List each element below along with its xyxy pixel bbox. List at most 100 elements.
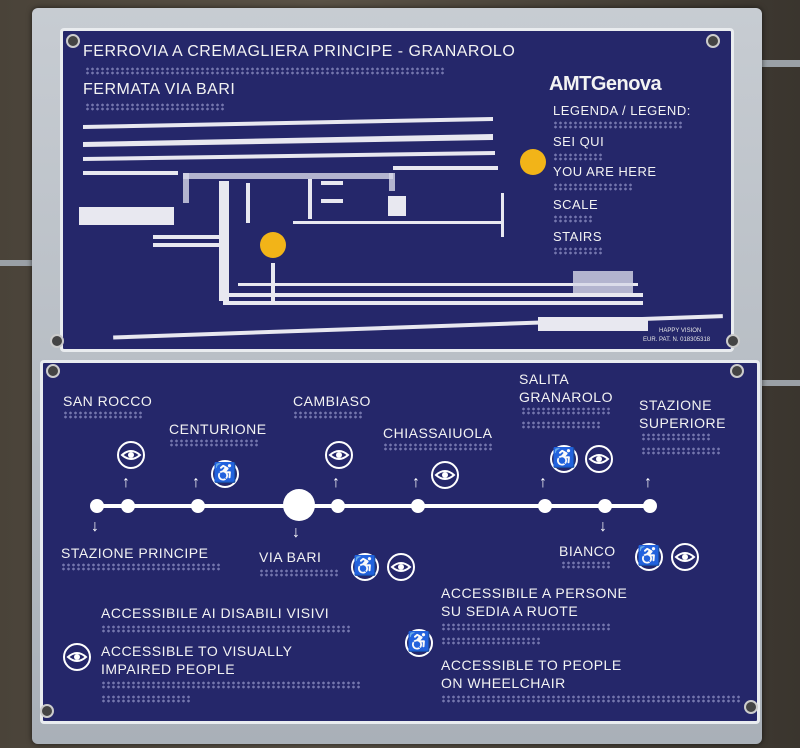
legend-sei-qui: SEI QUI	[553, 134, 605, 149]
braille-wheel-it-2	[441, 637, 541, 645]
you-are-here-marker	[260, 232, 286, 258]
stop-label-principe: STAZIONE PRINCIPE	[61, 545, 209, 561]
arrow-up-cambiaso: ↑	[332, 474, 340, 491]
braille-subtitle	[85, 103, 225, 111]
stop-dot-superiore	[643, 499, 657, 513]
route-panel: ↑ ↑ ↑ ↑ ↑ ↑ ↓ ↓ ↓ SAN ROCCO CENTURIONE ♿…	[40, 360, 760, 724]
stop-dot-chiassaiuola	[411, 499, 425, 513]
map-street-right	[393, 166, 498, 170]
screw	[46, 364, 60, 378]
screw	[50, 334, 64, 348]
screw	[706, 34, 720, 48]
stop-label-bianco: BIANCO	[559, 543, 616, 559]
stop-label-centurione: CENTURIONE	[169, 421, 267, 437]
eye-icon	[585, 445, 613, 473]
screw	[40, 704, 54, 718]
wheelchair-icon: ♿	[351, 553, 379, 581]
wheelchair-icon: ♿	[635, 543, 663, 571]
braille-granarolo-2	[521, 421, 601, 429]
title-line-2: FERMATA VIA BARI	[83, 81, 236, 98]
map-panel: FERROVIA A CREMAGLIERA PRINCIPE - GRANAR…	[60, 28, 734, 352]
map-post	[501, 193, 504, 237]
screw	[730, 364, 744, 378]
stop-label-cambiaso: CAMBIASO	[293, 393, 371, 409]
braille-san-rocco	[63, 411, 143, 419]
map-path-h2	[153, 243, 221, 247]
braille-title	[85, 67, 445, 75]
legend-stairs: STAIRS	[553, 229, 602, 244]
key-visual-it: ACCESSIBILE AI DISABILI VISIVI	[101, 605, 330, 621]
braille-cambiaso	[293, 411, 363, 419]
map-track-1	[223, 293, 643, 297]
map-footpath	[293, 221, 503, 224]
map-vertical-2	[271, 263, 275, 303]
patent-label: EUR. PAT. N. 018305318	[643, 337, 711, 343]
eye-icon	[387, 553, 415, 581]
map-street-1	[83, 117, 493, 129]
map-path-h	[153, 235, 221, 239]
left-railing	[0, 260, 34, 266]
key-wheel-it-2: SU SEDIA A RUOTE	[441, 603, 579, 619]
map-track-2	[223, 301, 643, 305]
maker-label: HAPPY VISION	[659, 328, 702, 334]
eye-icon	[431, 461, 459, 489]
title-line-1: FERROVIA A CREMAGLIERA PRINCIPE - GRANAR…	[83, 43, 516, 60]
map-shelter-3	[321, 181, 343, 185]
map-shelter-1	[246, 183, 250, 223]
brand-logo-text: AMTGenova	[549, 73, 662, 95]
braille-chiassaiuola	[383, 443, 493, 451]
arrow-down-via-bari: ↓	[292, 524, 300, 541]
braille-granarolo	[521, 407, 611, 415]
arrow-down-bianco: ↓	[599, 518, 607, 535]
stop-label-salita: SALITA	[519, 371, 570, 387]
stop-dot-cambiaso	[331, 499, 345, 513]
braille-superiore	[641, 433, 711, 441]
braille-bianco	[561, 561, 611, 569]
stop-dot-granarolo	[538, 499, 552, 513]
map-block-right	[538, 317, 648, 331]
stop-label-granarolo: GRANAROLO	[519, 389, 613, 405]
map-tactile-strip	[183, 173, 393, 179]
braille-legend	[553, 121, 683, 129]
map-track-3	[238, 283, 638, 286]
key-wheel-en-1: ACCESSIBLE TO PEOPLE	[441, 657, 622, 673]
legend-heading: LEGENDA / LEGEND:	[553, 103, 691, 118]
stop-dot-san-rocco	[121, 499, 135, 513]
braille-stairs	[553, 247, 603, 255]
brand-logo: AMTGenova	[549, 73, 662, 96]
stop-label-stazione: STAZIONE	[639, 397, 712, 413]
legend-you-are-here: YOU ARE HERE	[553, 164, 657, 179]
stop-label-san-rocco: SAN ROCCO	[63, 393, 153, 409]
map-shelter-2	[308, 179, 312, 219]
arrow-up-superiore: ↑	[644, 474, 652, 491]
legend-scale: SCALE	[553, 197, 599, 212]
braille-visual-it	[101, 625, 351, 633]
stop-dot-bianco	[598, 499, 612, 513]
eye-icon	[117, 441, 145, 469]
right-railing	[760, 60, 800, 67]
stop-label-chiassaiuola: CHIASSAIUOLA	[383, 425, 493, 441]
map-shelter-4	[321, 199, 343, 203]
braille-wheel-en	[441, 695, 741, 703]
braille-sei-qui	[553, 153, 603, 161]
eye-icon	[671, 543, 699, 571]
braille-scale	[553, 215, 593, 223]
arrow-up-granarolo: ↑	[539, 474, 547, 491]
wheelchair-icon: ♿	[211, 460, 239, 488]
braille-visual-en	[101, 681, 361, 689]
screw	[744, 700, 758, 714]
braille-centurione	[169, 439, 259, 447]
braille-principe	[61, 563, 221, 571]
braille-via-bari	[259, 569, 339, 577]
map-block-left	[79, 207, 174, 225]
screw	[66, 34, 80, 48]
arrow-up-centurione: ↑	[192, 474, 200, 491]
eye-icon	[63, 643, 91, 671]
arrow-down-principe: ↓	[91, 518, 99, 535]
map-building	[388, 196, 406, 216]
screw	[726, 334, 740, 348]
you-are-here-marker-legend	[520, 149, 546, 175]
route-line	[95, 504, 653, 508]
map-tactile-v	[183, 173, 189, 203]
